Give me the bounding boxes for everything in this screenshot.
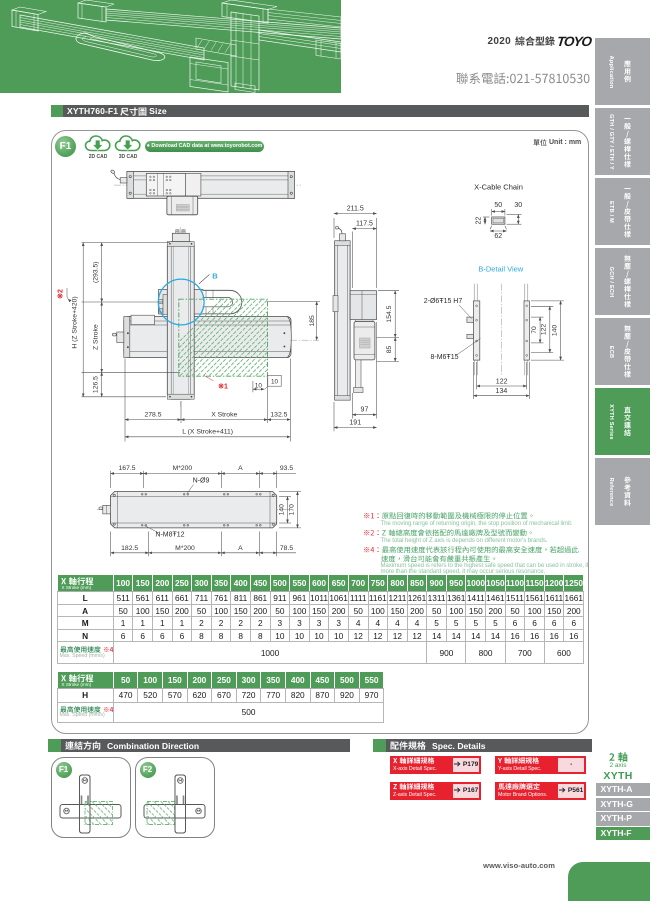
svg-text:B-Detail View: B-Detail View: [478, 265, 523, 274]
svg-text:140: 140: [278, 504, 285, 516]
svg-text:122: 122: [541, 324, 548, 336]
svg-text:※1: ※1: [218, 383, 228, 391]
svg-text:N-Ø9: N-Ø9: [193, 478, 210, 485]
svg-text:140: 140: [552, 325, 559, 337]
svg-text:97: 97: [361, 407, 369, 414]
svg-text:182.5: 182.5: [121, 545, 138, 552]
svg-text:M*200: M*200: [173, 465, 193, 472]
svg-text:117.5: 117.5: [356, 221, 373, 228]
svg-text:30: 30: [514, 202, 522, 209]
svg-text:10: 10: [255, 382, 263, 389]
svg-text:22: 22: [475, 217, 482, 225]
svg-text:(293.5): (293.5): [92, 261, 99, 283]
svg-text:126.5: 126.5: [92, 376, 99, 393]
svg-text:167.5: 167.5: [119, 465, 136, 472]
svg-text:50: 50: [494, 202, 502, 209]
svg-text:78.5: 78.5: [280, 545, 293, 552]
svg-text:278.5: 278.5: [144, 412, 161, 419]
svg-text:X-Cable Chain: X-Cable Chain: [474, 183, 523, 192]
svg-text:A: A: [238, 465, 243, 472]
svg-text:132.5: 132.5: [270, 412, 287, 419]
svg-text:H (Z Stroke+420): H (Z Stroke+420): [72, 296, 79, 348]
svg-text:※2: ※2: [57, 289, 65, 299]
svg-text:122: 122: [496, 378, 508, 385]
svg-text:B: B: [212, 272, 218, 281]
svg-text:134: 134: [496, 388, 508, 395]
svg-text:L (X Stroke+411): L (X Stroke+411): [182, 429, 233, 436]
svg-text:191: 191: [349, 420, 361, 427]
svg-text:70: 70: [531, 326, 538, 334]
svg-text:93.5: 93.5: [280, 465, 293, 472]
svg-text:185: 185: [309, 315, 316, 327]
svg-text:62: 62: [494, 233, 502, 240]
svg-text:154.5: 154.5: [386, 305, 393, 322]
svg-text:8-M6Ŧ15: 8-M6Ŧ15: [430, 354, 458, 361]
svg-text:211.5: 211.5: [347, 206, 364, 213]
svg-text:M*200: M*200: [175, 545, 195, 552]
svg-text:170: 170: [288, 504, 295, 516]
svg-text:85: 85: [386, 345, 393, 353]
svg-text:A: A: [238, 545, 243, 552]
svg-text:10: 10: [271, 378, 279, 385]
svg-text:N-M8Ŧ12: N-M8Ŧ12: [155, 532, 184, 539]
svg-text:Z Stroke: Z Stroke: [92, 324, 99, 350]
svg-text:2-Ø6Ŧ15 H7: 2-Ø6Ŧ15 H7: [424, 298, 463, 305]
svg-text:X Stroke: X Stroke: [211, 412, 237, 419]
